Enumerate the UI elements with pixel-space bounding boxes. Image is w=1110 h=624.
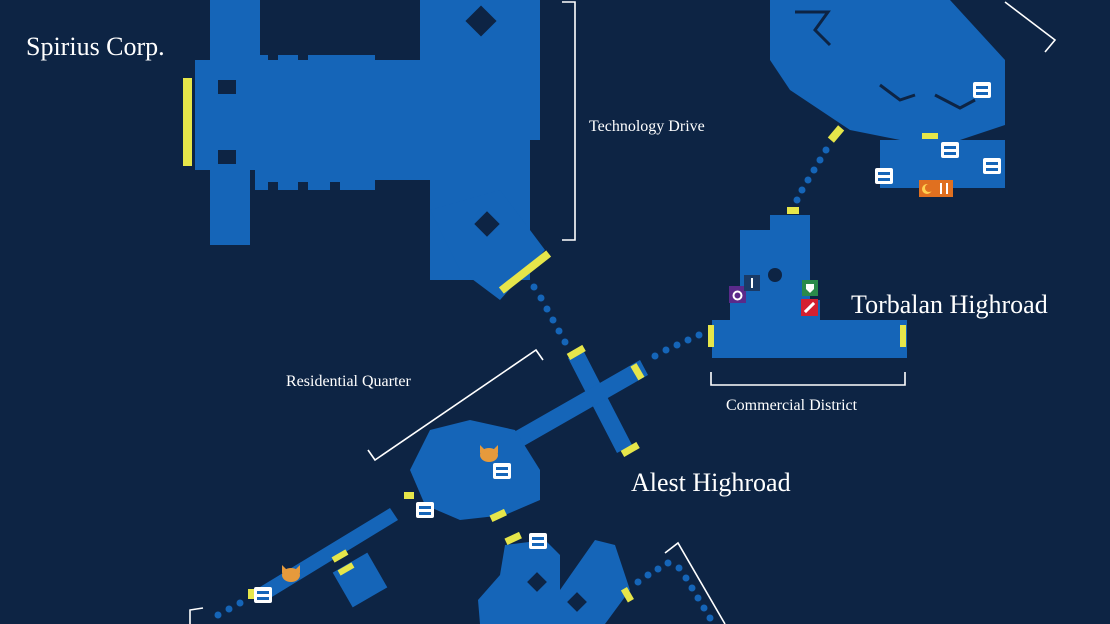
food-icon[interactable]	[936, 180, 953, 197]
residential-quarter-label: Residential Quarter	[286, 373, 412, 390]
technology-drive-bracket	[562, 1, 576, 241]
typewriter-icon[interactable]	[416, 502, 434, 518]
typewriter-icon[interactable]	[983, 158, 1001, 174]
typewriter-icon[interactable]	[493, 463, 511, 479]
corridor-north-dots	[793, 146, 830, 204]
typewriter-icon[interactable]	[875, 168, 893, 184]
torbalan-highroad-label: Torbalan Highroad	[851, 290, 1048, 319]
lower-middle-building	[478, 531, 634, 624]
typewriter-icon[interactable]	[254, 587, 272, 603]
residential-quarter-bracket	[367, 348, 544, 462]
accessory-shop-icon[interactable]	[729, 286, 746, 303]
spirius-corp-label: Spirius Corp.	[26, 32, 165, 61]
item-shop-icon[interactable]	[801, 299, 818, 316]
residential-lower-corridor	[214, 508, 398, 619]
commercial-district-bracket	[710, 372, 906, 386]
corridor-lower-right-dots	[634, 559, 714, 622]
alest-highroad-label: Alest Highroad	[631, 468, 791, 497]
spirius-corp-building	[183, 0, 552, 300]
lower-right-bracket	[664, 541, 726, 624]
cat-head-icon[interactable]	[480, 445, 498, 462]
lower-left-bracket	[189, 607, 204, 624]
corridor-spirius-dots	[530, 283, 569, 346]
typewriter-icon[interactable]	[973, 82, 991, 98]
weapon-shop-icon[interactable]	[744, 275, 760, 291]
commercial-district-label: Commercial District	[726, 397, 858, 414]
corridor-commercial-dots	[651, 331, 703, 360]
torbalan-north-building	[770, 0, 1005, 188]
technology-drive-label: Technology Drive	[589, 118, 705, 135]
armor-shop-icon[interactable]	[802, 280, 818, 296]
typewriter-icon[interactable]	[941, 142, 959, 158]
inn-icon[interactable]	[919, 180, 936, 197]
alest-crossroads	[500, 344, 648, 457]
residential-hub	[404, 420, 540, 523]
typewriter-icon[interactable]	[529, 533, 547, 549]
cat-head-icon[interactable]	[282, 565, 300, 582]
top-right-bracket	[1004, 1, 1057, 53]
